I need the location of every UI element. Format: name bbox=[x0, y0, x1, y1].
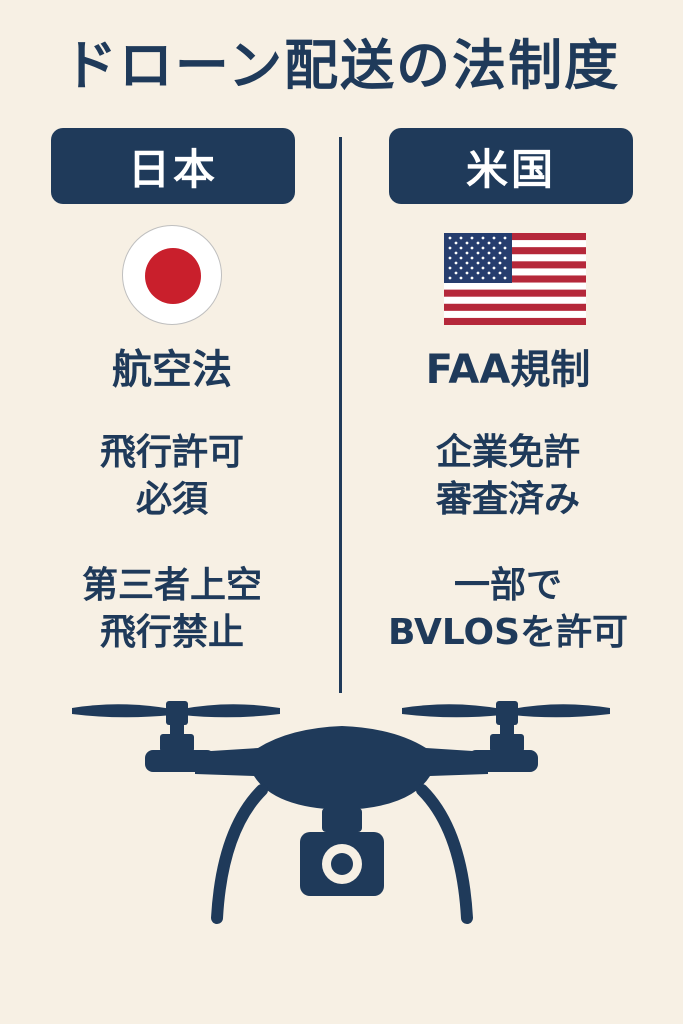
us-flag-star bbox=[476, 271, 480, 275]
us-flag-star bbox=[498, 271, 502, 275]
us-flag-star bbox=[476, 251, 480, 255]
us-flag-star bbox=[503, 276, 507, 280]
japan-rule-2-line-1: 第三者上空 bbox=[81, 565, 262, 606]
us-flag-stripe bbox=[444, 317, 586, 325]
us-flag-star bbox=[476, 261, 480, 265]
us-flag-star bbox=[454, 251, 458, 255]
japan-rule-1: 飛行許可 必須 bbox=[22, 430, 322, 524]
page-title: ドローン配送の法制度 bbox=[62, 34, 621, 97]
drone-icon bbox=[72, 701, 610, 924]
us-flag-star bbox=[481, 246, 485, 250]
us-flag-star bbox=[465, 251, 469, 255]
us-flag-stripe bbox=[444, 233, 586, 241]
us-flag-star bbox=[503, 236, 507, 240]
us-flag-star bbox=[492, 276, 496, 280]
us-flag-star bbox=[498, 241, 502, 245]
us-flag-icon bbox=[444, 233, 586, 325]
us-flag-star bbox=[492, 246, 496, 250]
japan-label: 日本 bbox=[127, 144, 218, 194]
us-flag-star bbox=[503, 256, 507, 260]
us-flag-star bbox=[459, 266, 463, 270]
us-flag-star bbox=[465, 241, 469, 245]
us-flag-star bbox=[448, 236, 452, 240]
us-flag-star bbox=[459, 256, 463, 260]
usa-rule-1: 企業免許 審査済み bbox=[358, 430, 658, 524]
us-flag-star bbox=[459, 236, 463, 240]
us-flag-star bbox=[470, 276, 474, 280]
us-flag-star bbox=[448, 256, 452, 260]
usa-label: 米国 bbox=[465, 144, 556, 194]
japan-law-heading: 航空法 bbox=[112, 347, 232, 393]
usa-rule-1-line-2: 審査済み bbox=[435, 478, 580, 520]
us-flag-star bbox=[487, 241, 491, 245]
us-flag-star bbox=[454, 241, 458, 245]
us-flag-stripe bbox=[444, 275, 586, 283]
us-flag-stripe bbox=[444, 303, 586, 311]
japan-rule-2: 第三者上空 飛行禁止 bbox=[22, 563, 322, 657]
center-divider bbox=[339, 137, 342, 693]
usa-rule-2: 一部で BVLOSを許可 bbox=[358, 563, 658, 657]
usa-law-heading: FAA規制 bbox=[425, 347, 591, 393]
japan-rule-1-line-2: 必須 bbox=[135, 478, 208, 520]
us-flag-star bbox=[503, 266, 507, 270]
usa-label-pill: 米国 bbox=[389, 128, 633, 204]
us-flag-star bbox=[459, 276, 463, 280]
japan-rule-1-line-1: 飛行許可 bbox=[99, 432, 244, 473]
us-flag-star bbox=[481, 266, 485, 270]
usa-rule-2-line-2: BVLOSを許可 bbox=[387, 611, 629, 653]
us-flag-star bbox=[481, 276, 485, 280]
us-flag-star bbox=[448, 246, 452, 250]
us-flag-star bbox=[454, 261, 458, 265]
us-flag-star bbox=[487, 261, 491, 265]
us-flag-star bbox=[487, 251, 491, 255]
us-flag-star bbox=[470, 266, 474, 270]
us-flag-star bbox=[448, 266, 452, 270]
us-flag-star bbox=[459, 246, 463, 250]
us-flag-star bbox=[454, 271, 458, 275]
us-flag-star bbox=[492, 256, 496, 260]
us-flag-star bbox=[498, 251, 502, 255]
japan-label-pill: 日本 bbox=[51, 128, 295, 204]
us-flag-star bbox=[470, 236, 474, 240]
us-flag-star bbox=[465, 271, 469, 275]
us-flag-star bbox=[470, 246, 474, 250]
us-flag-star bbox=[448, 276, 452, 280]
japan-flag-icon bbox=[122, 225, 222, 325]
us-flag-star bbox=[470, 256, 474, 260]
us-flag-star bbox=[465, 261, 469, 265]
us-flag-star bbox=[481, 236, 485, 240]
us-flag-stripe bbox=[444, 289, 586, 297]
us-flag-stripe bbox=[444, 247, 586, 255]
usa-rule-1-line-1: 企業免許 bbox=[435, 432, 580, 473]
us-flag-star bbox=[481, 256, 485, 260]
us-flag-star bbox=[487, 271, 491, 275]
us-flag-star bbox=[476, 241, 480, 245]
us-flag-star bbox=[498, 261, 502, 265]
japan-flag-sun bbox=[145, 248, 201, 304]
us-flag-star bbox=[492, 266, 496, 270]
usa-rule-2-line-1: 一部で bbox=[453, 565, 562, 606]
us-flag-star bbox=[492, 236, 496, 240]
us-flag-star bbox=[503, 246, 507, 250]
japan-rule-2-line-2: 飛行禁止 bbox=[99, 611, 244, 653]
us-flag-stripe bbox=[444, 261, 586, 269]
